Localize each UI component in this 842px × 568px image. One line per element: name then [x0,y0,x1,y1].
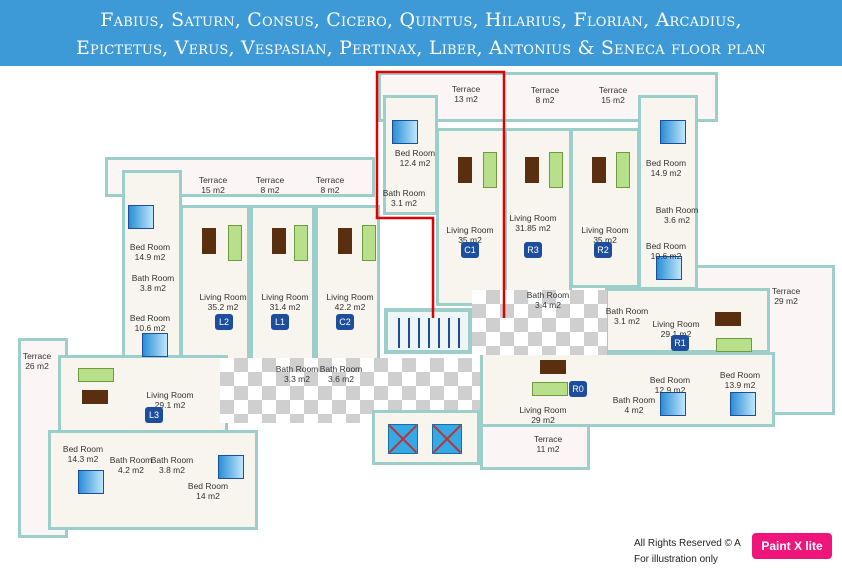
unit-badge-l1[interactable]: L1 [271,314,289,330]
bed-icon [78,470,104,494]
page-title-line2: Epictetus, Verus, Vespasian, Pertinax, L… [75,37,767,59]
copyright-text: All Rights Reserved © A [634,538,741,549]
sofa-icon [532,382,568,396]
bed-icon [128,205,154,229]
table-icon [202,228,216,254]
page-header: Fabius, Saturn, Consus, Cicero, Quintus,… [0,0,842,66]
table-icon [458,157,472,183]
sofa-icon [716,338,752,352]
unit-badge-r3[interactable]: R3 [524,242,542,258]
table-icon [82,390,108,404]
table-icon [338,228,352,254]
unit-badge-r1[interactable]: R1 [671,335,689,351]
unit-badge-c2[interactable]: C2 [336,314,354,330]
sofa-icon [78,368,114,382]
sofa-icon [228,225,242,261]
unit-badge-r0[interactable]: R0 [569,381,587,397]
unit-r0 [480,352,775,427]
page-title-line1: Fabius, Saturn, Consus, Cicero, Quintus,… [100,9,742,31]
sofa-icon [483,152,497,188]
unit-c1-bedroom [383,95,438,215]
elevator-icon [432,424,462,454]
bed-icon [730,392,756,416]
unit-badge-c1[interactable]: C1 [461,242,479,258]
bed-icon [656,256,682,280]
bed-icon [660,120,686,144]
unit-badge-r2[interactable]: R2 [594,242,612,258]
staircase [384,308,472,354]
bed-icon [142,333,168,357]
table-icon [525,157,539,183]
sofa-icon [549,152,563,188]
watermark-badge: Paint X lite [752,533,832,559]
sofa-icon [616,152,630,188]
corridor-right [472,290,607,355]
bed-icon [660,392,686,416]
bed-icon [392,120,418,144]
bed-icon [218,455,244,479]
sofa-icon [294,225,308,261]
sofa-icon [362,225,376,261]
illustration-note: For illustration only [634,554,718,565]
table-icon [592,157,606,183]
table-icon [715,312,741,326]
elevator-icon [388,424,418,454]
unit-badge-l3[interactable]: L3 [145,407,163,423]
table-icon [540,360,566,374]
unit-badge-l2[interactable]: L2 [215,314,233,330]
table-icon [272,228,286,254]
